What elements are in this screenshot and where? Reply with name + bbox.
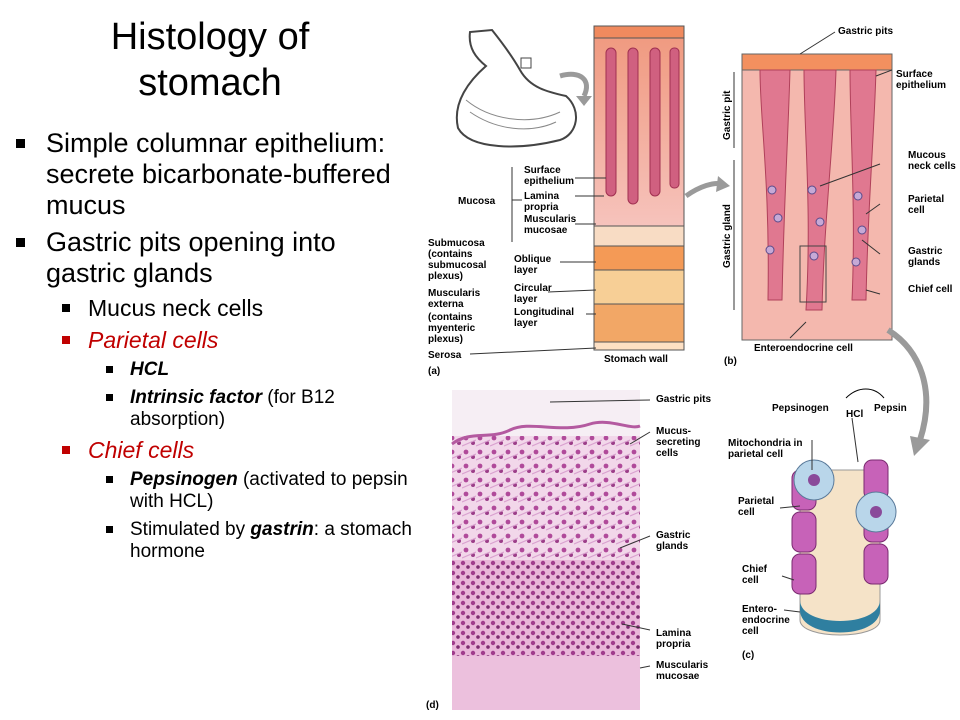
label-gastric-pit: Gastric pit bbox=[722, 90, 733, 140]
label-panel-a: (a) bbox=[428, 366, 441, 377]
stomach-sketch bbox=[455, 28, 592, 148]
bullet-list: Simple columnar epithelium: secrete bica… bbox=[10, 128, 420, 569]
bullet-square-icon bbox=[106, 394, 113, 401]
label-oblique: Oblique layer bbox=[514, 254, 552, 276]
bullet-square-icon bbox=[106, 366, 113, 373]
label-enteroendocrine-c: Entero- endocrine cell bbox=[742, 604, 790, 637]
bullet-square-icon bbox=[106, 476, 113, 483]
bullet-square-icon bbox=[62, 304, 70, 312]
sub-bullet-chief: Chief cells bbox=[10, 437, 420, 463]
slide-title: Histology of stomach bbox=[60, 14, 360, 106]
bullet-square-icon bbox=[62, 446, 70, 454]
title-line-1: Histology of bbox=[110, 16, 310, 58]
bullet-bold-text: Intrinsic factor bbox=[130, 387, 262, 408]
label-parietal-b: Parietal cell bbox=[908, 194, 945, 216]
sub-sub-bullet-intrinsic: Intrinsic factor (for B12 absorption) bbox=[10, 387, 420, 431]
label-circular: Circular layer bbox=[514, 283, 552, 305]
label-surface-epithelium-b: Surface epithelium bbox=[896, 69, 947, 91]
bullet-text: (activated to pepsin with HCL) bbox=[130, 469, 408, 512]
bullet-square-icon bbox=[16, 238, 25, 247]
bullet-gastric-pits: Gastric pits opening into gastric glands bbox=[10, 227, 420, 289]
label-muscularis-externa: Muscularis externa bbox=[428, 288, 481, 310]
label-mucous-neck: Mucous neck cells bbox=[908, 150, 956, 172]
bullet-text: Mucus neck cells bbox=[88, 295, 264, 321]
label-panel-c: (c) bbox=[742, 650, 755, 661]
label-parietal-c: Parietal cell bbox=[738, 496, 775, 518]
leader-lines bbox=[469, 31, 893, 669]
label-gastric-gland: Gastric gland bbox=[722, 204, 733, 268]
title-line-2: stomach bbox=[138, 62, 282, 104]
label-longitudinal: Longitudinal layer bbox=[514, 307, 574, 329]
label-submucosa: Submucosa bbox=[428, 238, 485, 249]
label-lamina-propria-a: Lamina propria bbox=[524, 191, 560, 213]
sub-sub-bullet-pepsinogen: Pepsinogen (activated to pepsin with HCL… bbox=[10, 469, 420, 513]
label-chief-c: Chief cell bbox=[742, 564, 767, 586]
histology-micrograph bbox=[451, 390, 641, 710]
bullet-bold-text: gastrin bbox=[250, 519, 314, 540]
sub-sub-bullet-gastrin: Stimulated by gastrin: a stomach hormone bbox=[10, 519, 420, 563]
label-enteroendocrine-b: Enteroendocrine cell bbox=[754, 343, 853, 354]
bullet-text: Stimulated by bbox=[130, 519, 251, 540]
bullet-square-icon bbox=[62, 336, 70, 344]
label-chief-b: Chief cell bbox=[908, 284, 953, 295]
sub-sub-bullet-hcl: HCL bbox=[10, 359, 420, 381]
sub-bullet-mucus-neck: Mucus neck cells bbox=[10, 295, 420, 321]
label-mucosa: Mucosa bbox=[458, 196, 496, 207]
label-hcl: HCl bbox=[846, 409, 864, 420]
bullet-text: Gastric pits opening into gastric glands bbox=[46, 227, 336, 288]
label-mitochondria: Mitochondria in parietal cell bbox=[728, 438, 803, 460]
bullet-text: Simple columnar epithelium: secrete bica… bbox=[46, 128, 391, 220]
label-gastric-glands-b: Gastric glands bbox=[908, 246, 943, 268]
label-submucosa-note: (contains submucosal plexus) bbox=[428, 249, 487, 282]
label-muscularis-mucosae-a: Muscularis mucosae bbox=[524, 214, 577, 236]
bullet-text: HCL bbox=[130, 359, 170, 380]
bullet-text: : a stomach hormone bbox=[130, 519, 412, 562]
label-lamina-propria-d: Lamina propria bbox=[656, 628, 692, 650]
label-surface-epithelium-a: Surface epithelium bbox=[524, 165, 575, 187]
label-panel-d: (d) bbox=[426, 700, 439, 711]
gastric-gland-block bbox=[741, 53, 930, 456]
bullet-bold-text: Pepsinogen bbox=[130, 469, 238, 490]
label-gastric-glands-d: Gastric glands bbox=[656, 530, 691, 552]
label-gastric-pits-d: Gastric pits bbox=[656, 394, 712, 405]
label-panel-b: (b) bbox=[724, 356, 737, 367]
label-pepsinogen: Pepsinogen bbox=[772, 403, 829, 414]
label-pepsin: Pepsin bbox=[874, 403, 907, 414]
bullet-text: Chief cells bbox=[88, 437, 195, 463]
bullet-square-icon bbox=[106, 526, 113, 533]
label-serosa: Serosa bbox=[428, 350, 462, 361]
label-muscularis-mucosae-d: Muscularis mucosae bbox=[656, 660, 709, 682]
stomach-wall-block bbox=[593, 25, 730, 351]
gland-cell-diagram bbox=[791, 388, 897, 636]
label-mucus-secreting: Mucus- secreting cells bbox=[656, 426, 701, 459]
bullet-square-icon bbox=[16, 139, 25, 148]
bullet-text: Parietal cells bbox=[88, 327, 219, 353]
label-gastric-pits-b: Gastric pits bbox=[838, 26, 894, 37]
bullet-epithelium: Simple columnar epithelium: secrete bica… bbox=[10, 128, 420, 221]
label-stomach-wall: Stomach wall bbox=[604, 354, 668, 365]
bullet-text: (for B12 absorption) bbox=[130, 387, 335, 430]
label-muscularis-note: (contains myenteric plexus) bbox=[428, 312, 476, 345]
sub-bullet-parietal: Parietal cells bbox=[10, 327, 420, 353]
